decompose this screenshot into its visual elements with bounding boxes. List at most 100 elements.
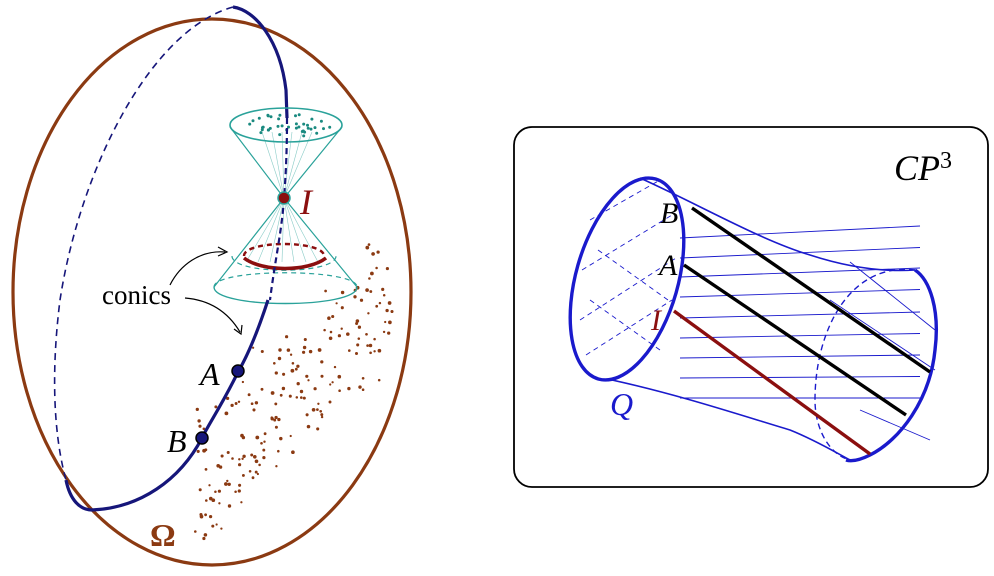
cone-rays-lower	[245, 197, 319, 263]
scatter-dot	[256, 472, 259, 476]
cone-dot	[277, 117, 281, 121]
scatter-dot	[371, 252, 375, 256]
label-Q: Q	[610, 386, 633, 422]
scatter-dot	[324, 289, 327, 293]
scatter-dot	[281, 386, 286, 391]
scatter-dot	[241, 473, 245, 477]
scatter-dot	[303, 337, 307, 342]
scatter-dot	[254, 470, 258, 474]
label-B: B	[167, 423, 187, 459]
scatter-dot	[301, 350, 306, 354]
cone-ray	[283, 131, 293, 199]
scatter-dot	[226, 450, 230, 455]
scatter-dot	[204, 513, 208, 517]
cone-lower-rim-back	[213, 272, 358, 288]
dashed-back-curve	[53, 6, 234, 481]
scatter-dot	[196, 449, 200, 453]
cone-dot	[251, 119, 255, 123]
scatter-dot	[353, 295, 357, 299]
scatter-dot	[390, 309, 394, 314]
hatch-line	[585, 299, 673, 356]
label-cp: CP	[894, 148, 940, 188]
scatter-dot	[211, 524, 215, 528]
scatter-dot	[238, 483, 242, 487]
label-I-right: I	[650, 304, 663, 337]
scatter-dots	[194, 243, 394, 541]
scatter-dot	[202, 536, 206, 541]
cone-ray	[269, 197, 285, 263]
cone-dot	[248, 122, 252, 126]
cone-dot	[259, 131, 263, 135]
scatter-dot	[291, 450, 295, 455]
surface-outline-bottom	[611, 379, 851, 461]
label-B-right: B	[660, 197, 678, 230]
scatter-dot	[317, 348, 322, 352]
scatter-dot	[370, 271, 374, 276]
scatter-dot	[202, 427, 206, 431]
scatter-dot	[241, 457, 244, 460]
label-I: I	[299, 182, 314, 222]
scatter-dot	[277, 449, 280, 453]
cone-dot	[257, 116, 261, 120]
right-section-front	[845, 268, 938, 463]
scatter-dot	[214, 405, 218, 409]
scatter-dot	[237, 400, 241, 404]
right-frame	[513, 126, 989, 488]
scatter-dot	[323, 328, 326, 332]
double-cone	[213, 107, 358, 305]
cone-dot	[269, 115, 273, 119]
scatter-dot	[254, 459, 259, 464]
scatter-dot	[327, 316, 331, 320]
scatter-dot	[199, 513, 203, 517]
scatter-dot	[375, 305, 378, 308]
scatter-dot	[208, 484, 211, 487]
scatter-dot	[227, 504, 232, 508]
cone-dot	[322, 127, 325, 131]
scatter-dot	[274, 371, 278, 375]
scatter-dot	[263, 440, 266, 443]
hatch-line	[679, 376, 921, 379]
scatter-dot	[300, 396, 303, 399]
scatter-dot	[238, 458, 241, 461]
scatter-dot	[262, 455, 266, 460]
cone-dot	[287, 125, 290, 129]
scatter-dot	[220, 454, 224, 458]
cone-dot	[297, 113, 301, 117]
scatter-dot	[288, 394, 292, 398]
scatter-dot	[234, 402, 238, 405]
scatter-dot	[308, 349, 313, 354]
cone-dot	[306, 123, 309, 127]
scatter-dot	[250, 453, 254, 457]
scatter-dot	[250, 402, 254, 406]
cone-ray	[283, 197, 307, 263]
cone-ray	[283, 131, 313, 199]
scatter-dot	[215, 523, 218, 526]
scatter-dot	[230, 403, 234, 408]
cone-dot	[306, 126, 310, 130]
label-cp-exponent: 3	[940, 148, 952, 174]
scatter-dot	[220, 527, 223, 530]
conics-arrow-upper-head	[217, 246, 229, 257]
scatter-dot	[306, 424, 311, 429]
scatter-dot	[328, 400, 332, 404]
cone-dot	[266, 113, 270, 117]
scatter-dot	[329, 383, 332, 386]
cone-ray	[245, 197, 285, 263]
label-cp3: CP3	[894, 148, 952, 188]
surface-outline-top	[639, 177, 916, 272]
point-B	[195, 431, 209, 445]
scatter-dot	[381, 287, 385, 291]
scatter-dot	[302, 345, 307, 350]
hatch-line	[597, 249, 669, 301]
scatter-dot	[313, 387, 317, 391]
scatter-dot	[274, 425, 278, 429]
cone-dot	[261, 125, 265, 129]
scatter-dot	[305, 413, 309, 417]
cone-dot	[319, 119, 323, 123]
scatter-dot	[279, 393, 283, 397]
scatter-dot	[218, 465, 223, 469]
scatter-dot	[377, 378, 381, 382]
cone-dot	[302, 122, 306, 126]
scatter-dot	[331, 314, 335, 319]
cone-ray	[271, 131, 285, 199]
